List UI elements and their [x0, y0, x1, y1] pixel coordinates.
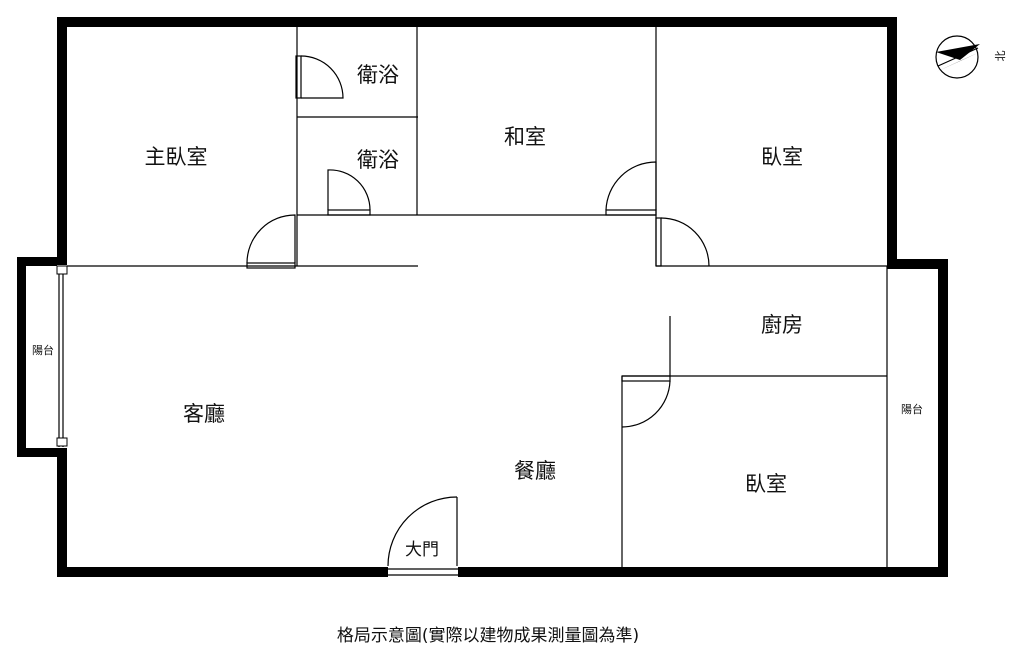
compass-icon: [935, 35, 980, 79]
room-label-dining-room: 餐廳: [514, 459, 556, 483]
room-label-kitchen: 廚房: [761, 313, 803, 337]
room-label-bedroom-se: 臥室: [745, 472, 787, 496]
room-label-balcony-east: 陽台: [901, 402, 923, 416]
exterior-walls: [17, 17, 948, 578]
room-label-balcony-west: 陽台: [32, 343, 54, 357]
room-label-japanese-room: 和室: [504, 125, 546, 149]
main-door-label: 大門: [405, 540, 439, 560]
room-label-living-room: 客廳: [183, 402, 225, 426]
room-label-bedroom-ne: 臥室: [761, 145, 803, 169]
compass-north-label: 北: [994, 51, 1007, 62]
west-balcony-window: [56, 265, 68, 448]
doors: [246, 55, 710, 567]
room-label-bath-2: 衛浴: [357, 148, 399, 172]
room-label-master-bedroom: 主臥室: [145, 145, 208, 169]
room-label-bath-1: 衛浴: [357, 63, 399, 87]
floor-plan-caption: 格局示意圖(實際以建物成果測量圖為準): [337, 626, 639, 646]
